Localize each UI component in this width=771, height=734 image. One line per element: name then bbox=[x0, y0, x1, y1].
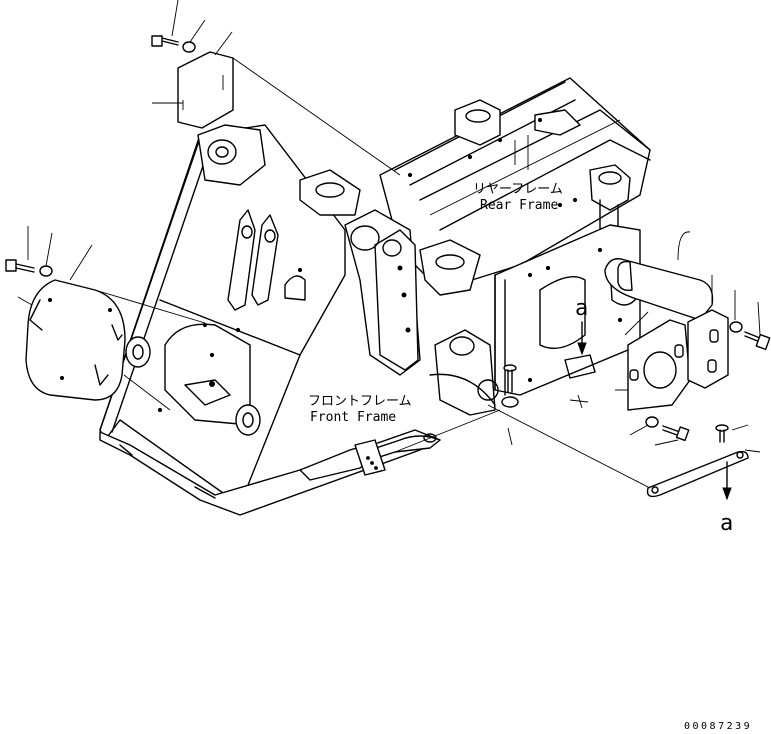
center-pin bbox=[501, 354, 596, 446]
front-frame-label-jp: フロントフレーム bbox=[308, 394, 412, 409]
washer-icon bbox=[729, 321, 743, 333]
rear-frame bbox=[379, 77, 651, 291]
cover-plates-right bbox=[604, 231, 771, 446]
washer-icon bbox=[182, 41, 196, 53]
reference-a-top-label: a bbox=[575, 296, 588, 321]
bolt-icon bbox=[744, 331, 771, 351]
bolt-icon bbox=[503, 364, 517, 393]
reference-a-bottom-label: a bbox=[720, 511, 733, 536]
reference-a-bottom: a bbox=[720, 461, 733, 536]
bolt-icon bbox=[5, 259, 35, 273]
bolt-icon bbox=[662, 425, 690, 442]
rear-frame-label-en: Rear Frame bbox=[480, 198, 558, 213]
bolt-icon bbox=[715, 424, 729, 443]
rear-frame-label: リヤーフレーム Rear Frame bbox=[473, 182, 563, 213]
bolt-icon bbox=[151, 35, 179, 47]
front-frame-hinge bbox=[299, 169, 499, 416]
arrow-down-icon bbox=[722, 461, 732, 501]
front-frame-label-en: Front Frame bbox=[310, 410, 396, 425]
drawing-number: 00087239 bbox=[684, 721, 752, 732]
cover-plate-top bbox=[151, 0, 401, 176]
washer-icon bbox=[39, 265, 53, 277]
washer-icon bbox=[645, 416, 659, 428]
stay-bar bbox=[299, 409, 501, 481]
arrow-down-icon bbox=[577, 321, 587, 356]
lock-bar bbox=[487, 404, 761, 498]
reference-a-top: a bbox=[575, 296, 588, 356]
cover-plate-left bbox=[5, 226, 206, 411]
rear-frame-label-jp: リヤーフレーム bbox=[473, 182, 563, 197]
front-frame-label: フロントフレーム Front Frame bbox=[308, 394, 412, 425]
